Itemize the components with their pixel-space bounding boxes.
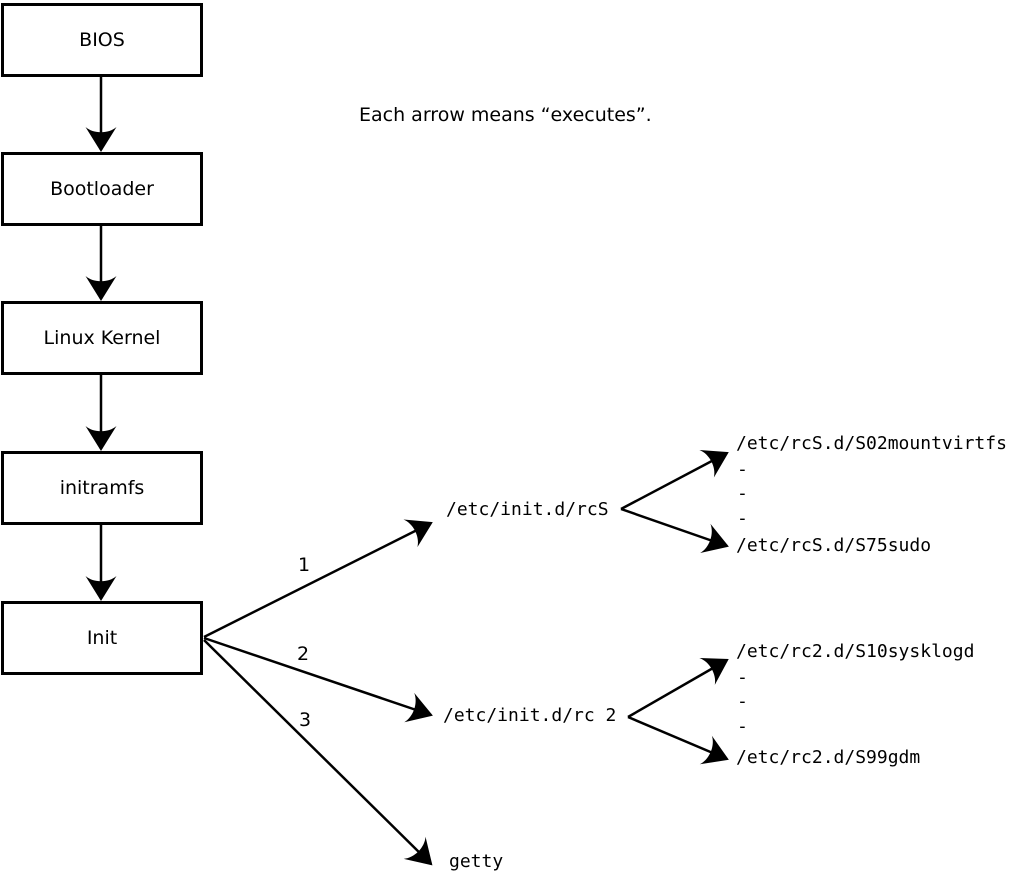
box-initramfs-label: initramfs (59, 477, 145, 499)
legend-note: Each arrow means “executes”. (359, 104, 652, 126)
branch-3-number: 3 (299, 709, 312, 731)
box-linux-kernel: Linux Kernel (1, 301, 203, 375)
box-bootloader: Bootloader (1, 152, 203, 226)
target-init-d-rcs: /etc/init.d/rcS (446, 499, 609, 520)
target-init-d-rc2: /etc/init.d/rc 2 (443, 705, 617, 726)
arrow-rc2-to-s10sysklogd (627, 658, 729, 719)
box-init-label: Init (86, 627, 118, 649)
box-linux-kernel-label: Linux Kernel (43, 327, 161, 349)
rc2-child-s99gdm: /etc/rc2.d/S99gdm (736, 747, 921, 768)
arrow-rc2-to-s99gdm (627, 715, 729, 765)
box-init: Init (1, 601, 203, 675)
box-bios-label: BIOS (79, 29, 125, 51)
branch-2-number: 2 (297, 643, 310, 665)
arrow-init-to-rcs (203, 519, 433, 639)
rc2-child-dash-1: - (737, 667, 748, 688)
box-bios: BIOS (1, 3, 203, 77)
arrow-rcs-to-s02mountvirtfs (620, 450, 729, 511)
rc2-child-s10sysklogd: /etc/rc2.d/S10sysklogd (736, 641, 975, 662)
arrow-init-to-getty (203, 639, 433, 866)
rcs-child-s02mountvirtfs: /etc/rcS.d/S02mountvirtfs (736, 433, 1007, 454)
rcs-child-s75sudo: /etc/rcS.d/S75sudo (736, 535, 932, 556)
arrow-rcs-to-s75sudo (620, 507, 729, 554)
target-getty: getty (449, 851, 504, 872)
arrow-init-to-rc2 (203, 636, 433, 723)
rc2-child-dash-3: - (737, 716, 748, 737)
box-bootloader-label: Bootloader (50, 178, 154, 200)
rcs-child-dash-1: - (737, 459, 748, 480)
rcs-child-dash-3: - (737, 508, 748, 529)
rcs-child-dash-2: - (737, 483, 748, 504)
branch-1-number: 1 (298, 554, 311, 576)
rc2-child-dash-2: - (737, 691, 748, 712)
box-initramfs: initramfs (1, 451, 203, 525)
